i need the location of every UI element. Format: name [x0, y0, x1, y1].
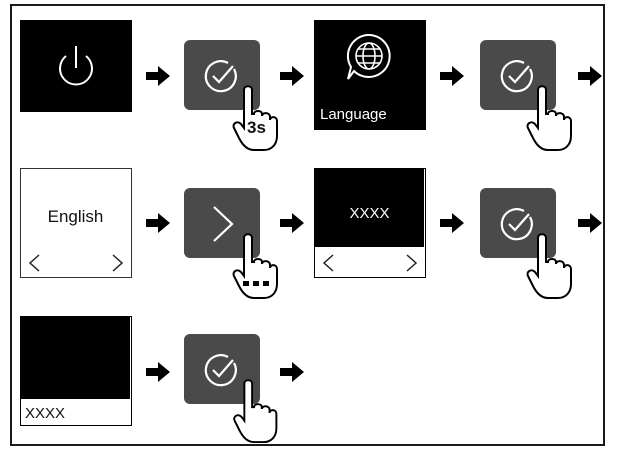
chevron-left-icon: [28, 254, 40, 272]
language-select-screen: XXXX: [314, 168, 426, 278]
diagram-frame: [10, 4, 605, 446]
arrow-right-icon: [440, 213, 464, 233]
globe-chat-icon: [346, 33, 391, 80]
result-screen: XXXX: [20, 316, 132, 426]
check-circle-icon: [500, 208, 533, 241]
arrow-right-icon: [146, 362, 170, 382]
arrow-right-icon: [578, 66, 602, 86]
language-menu-screen: Language: [314, 20, 426, 130]
arrow-right-icon: [280, 362, 304, 382]
check-circle-icon: [204, 60, 237, 93]
pointing-hand-icon: [233, 379, 278, 444]
screen-display-area: [21, 317, 130, 399]
arrow-right-icon: [440, 66, 464, 86]
chevron-left-icon: [322, 254, 334, 272]
power-screen: [20, 20, 132, 112]
check-circle-icon: [204, 354, 237, 387]
pointing-hand-icon: [526, 233, 572, 299]
arrow-right-icon: [280, 213, 304, 233]
pointing-hand-icon: [232, 85, 278, 151]
placeholder-value: XXXX: [349, 205, 390, 222]
language-label: Language: [320, 106, 387, 123]
arrow-right-icon: [146, 66, 170, 86]
pointing-hand-icon: [526, 85, 572, 151]
chevron-right-icon: [213, 206, 234, 242]
pointing-hand-icon: [232, 233, 278, 299]
repeat-tap-dots: [243, 281, 269, 286]
hold-duration-label: 3s: [247, 118, 266, 137]
arrow-right-icon: [280, 66, 304, 86]
chevron-right-icon: [112, 254, 124, 272]
check-circle-icon: [500, 60, 533, 93]
english-label: English: [47, 207, 104, 226]
placeholder-value: XXXX: [25, 405, 66, 422]
chevron-right-icon: [406, 254, 418, 272]
screen-display-area: XXXX: [315, 169, 424, 247]
arrow-right-icon: [146, 213, 170, 233]
power-icon: [59, 46, 93, 86]
english-screen: English: [20, 168, 132, 278]
arrow-right-icon: [578, 213, 602, 233]
